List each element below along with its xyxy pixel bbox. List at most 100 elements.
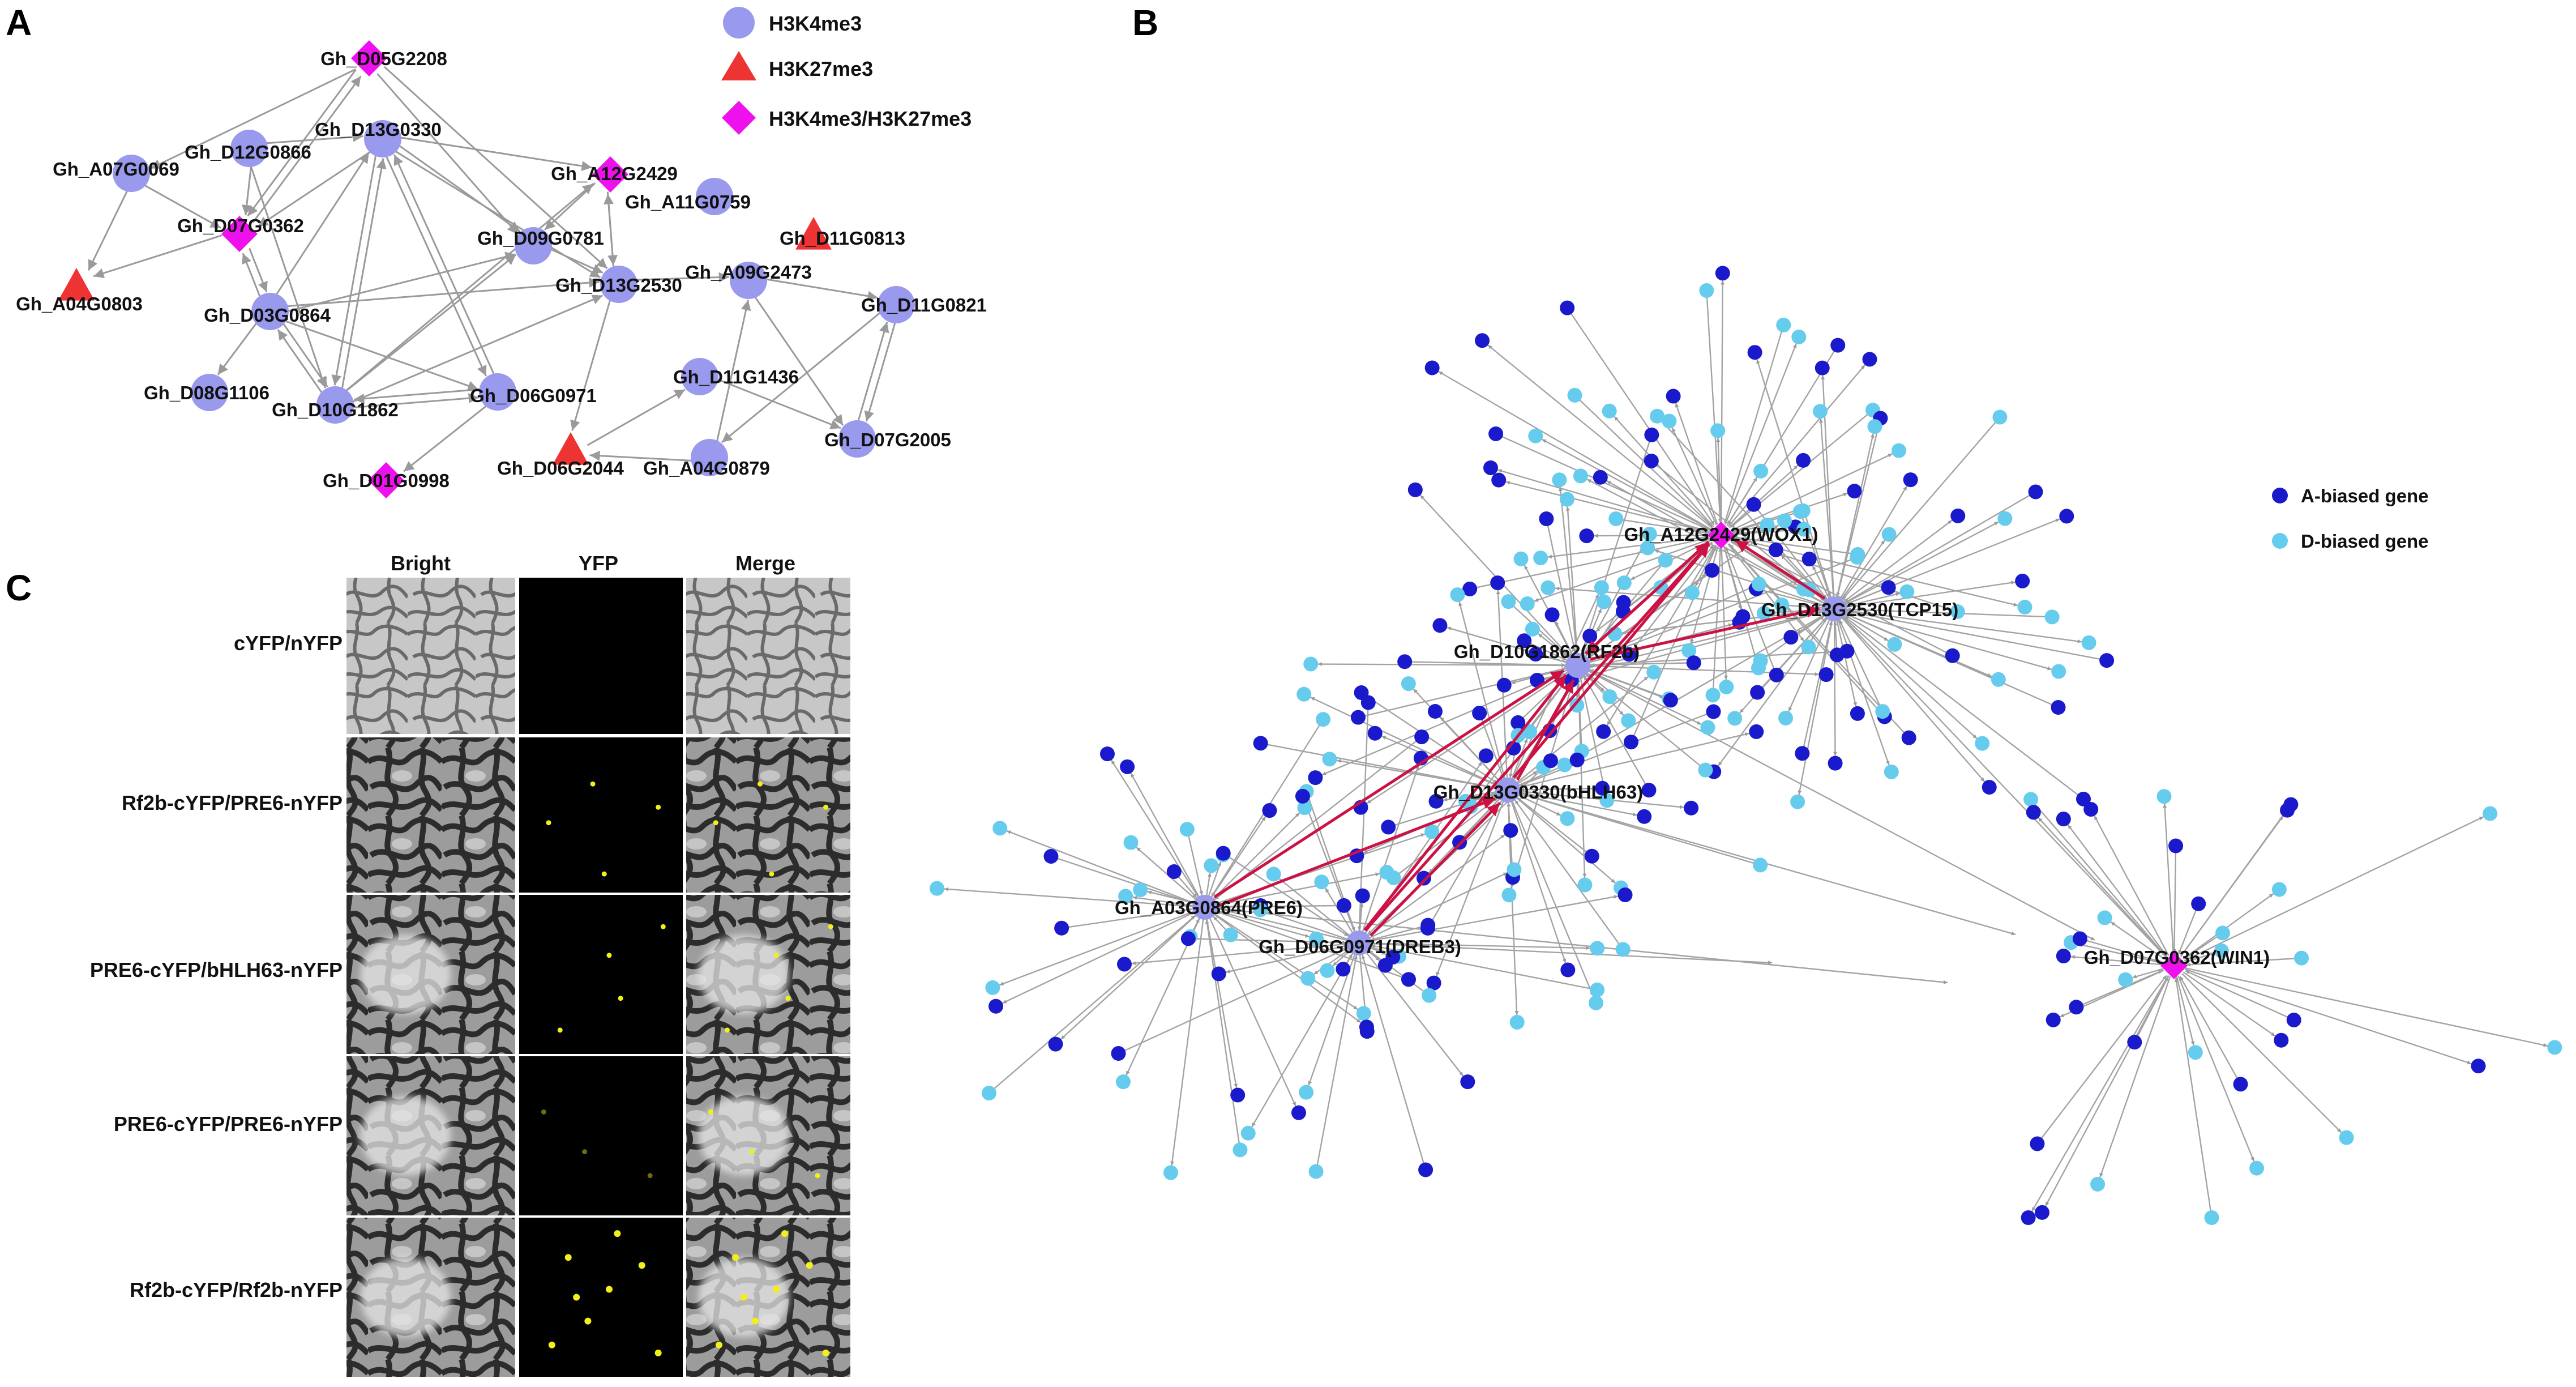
merge-signal-dot (815, 1173, 820, 1179)
regulatory-edge (2070, 955, 2163, 966)
regulatory-edge (2110, 921, 2166, 960)
regulatory-edge (1313, 949, 1350, 975)
regulatory-edge (1725, 343, 1797, 525)
panel-a-legend: H3K4me3 H3K27me3 H3K4me3/H3K27me3 (721, 7, 972, 135)
target-gene-node (2059, 509, 2074, 524)
target-gene-node (1401, 972, 1417, 987)
target-gene-node (1769, 667, 1784, 682)
target-gene-node (2083, 801, 2099, 817)
target-gene-node (1478, 748, 1494, 763)
target-gene-node (1488, 426, 1504, 441)
yfp-signal-dot (590, 781, 596, 787)
target-gene-node (1296, 686, 1312, 702)
target-gene-node (1180, 931, 1196, 946)
regulatory-edge (1131, 943, 1348, 966)
edge (257, 151, 371, 228)
panel-label-a: A (6, 2, 32, 43)
regulatory-edge (1213, 913, 1358, 1010)
target-gene-node (1573, 468, 1588, 484)
yfp-signal-dot (573, 1294, 580, 1301)
target-gene-node (1891, 443, 1906, 458)
bifc-column-header: Bright (391, 552, 451, 575)
regulatory-edge (1318, 662, 1567, 667)
hub-label: Gh_D13G0330(bHLH63) (1434, 782, 1643, 803)
merge-signal-dot (740, 1294, 747, 1301)
yfp-signal-dot (618, 996, 623, 1001)
regulatory-edge (1585, 673, 1605, 692)
target-gene-node (2076, 791, 2091, 806)
regulatory-edge (1214, 740, 1417, 901)
regulatory-edge (1511, 800, 1594, 997)
target-gene-node (1950, 604, 1965, 619)
regulatory-edge (1842, 616, 1978, 739)
target-gene-node (1397, 654, 1413, 669)
node-label: Gh_D06G0971 (470, 385, 597, 406)
regulatory-edge (1367, 949, 1380, 962)
regulatory-edge (2172, 852, 2177, 954)
target-gene-node (1698, 762, 1713, 778)
target-gene-node (2051, 699, 2066, 715)
edge (570, 299, 611, 431)
bifc-row-label: Rf2b-cYFP/Rf2b-nYFP (130, 1278, 343, 1301)
regulatory-edge (2099, 976, 2171, 1177)
regulatory-edge (1170, 918, 1204, 1166)
regulatory-edge (1505, 481, 1710, 534)
node-marker (364, 120, 401, 157)
merge-signal-dot (708, 1109, 713, 1115)
target-gene-node (2026, 805, 2041, 820)
regulatory-edge (1517, 797, 1587, 853)
target-gene-node (1881, 580, 1896, 595)
target-gene-node (1560, 811, 1575, 826)
regulatory-edge (1205, 919, 1240, 1143)
target-gene-node (2056, 949, 2071, 964)
target-gene-node (1681, 643, 1697, 658)
regulatory-edge (1332, 950, 1351, 967)
target-gene-node (1166, 864, 1182, 880)
yfp-signal-dot (546, 820, 551, 826)
target-gene-node (1746, 497, 1761, 512)
target-gene-node (1663, 693, 1678, 708)
target-gene-node (1684, 800, 1699, 816)
regulatory-edge (1229, 856, 1349, 937)
regulatory-edge (1366, 671, 1569, 804)
regulatory-edge (2181, 973, 2342, 1133)
regulatory-edge (1571, 613, 1825, 762)
regulatory-edge (1723, 545, 1757, 662)
regulatory-edge (1845, 581, 2016, 608)
legend-a-biased-dot-icon (2272, 488, 2288, 503)
yfp-signal-dot (605, 1286, 613, 1293)
regulatory-edge (1516, 797, 1616, 884)
regulatory-edge (1840, 540, 1885, 600)
target-gene-node (1850, 550, 1865, 565)
merge-image (686, 578, 850, 734)
target-gene-node (1950, 508, 1966, 523)
regulatory-edge (2177, 910, 2197, 954)
panel-a-nodes: Gh_D05G2208Gh_D13G0330Gh_D12G0866Gh_A07G… (16, 40, 987, 498)
regulatory-edge (2186, 958, 2295, 967)
target-gene-node (1320, 963, 1335, 978)
regulatory-edge (1570, 313, 1715, 526)
bright-field-image (346, 737, 515, 893)
target-gene-node (2118, 972, 2133, 987)
regulatory-edge (2184, 952, 2215, 963)
bright-field-image (346, 578, 515, 734)
merge-signal-dot (716, 1341, 722, 1348)
regulatory-edge (1845, 611, 2052, 671)
edge (393, 154, 495, 375)
target-gene-node (1522, 724, 1538, 740)
target-gene-node (2017, 600, 2032, 615)
regulatory-edge (1212, 812, 1300, 900)
merge-signal-dot (773, 1286, 780, 1293)
target-gene-node (992, 821, 1008, 836)
regulatory-edge (1370, 895, 1618, 942)
panel-b-target-genes (930, 266, 2562, 1225)
node-marker (681, 358, 718, 395)
regulatory-edge (1366, 695, 1498, 784)
regulatory-edge (1836, 620, 1858, 707)
regulatory-edge (1308, 953, 1356, 1086)
regulatory-edge (2132, 968, 2164, 979)
regulatory-edge (1729, 544, 1905, 733)
regulatory-edge (1656, 464, 1825, 602)
regulatory-edge (1365, 951, 1464, 1077)
target-gene-node (1749, 724, 1764, 739)
